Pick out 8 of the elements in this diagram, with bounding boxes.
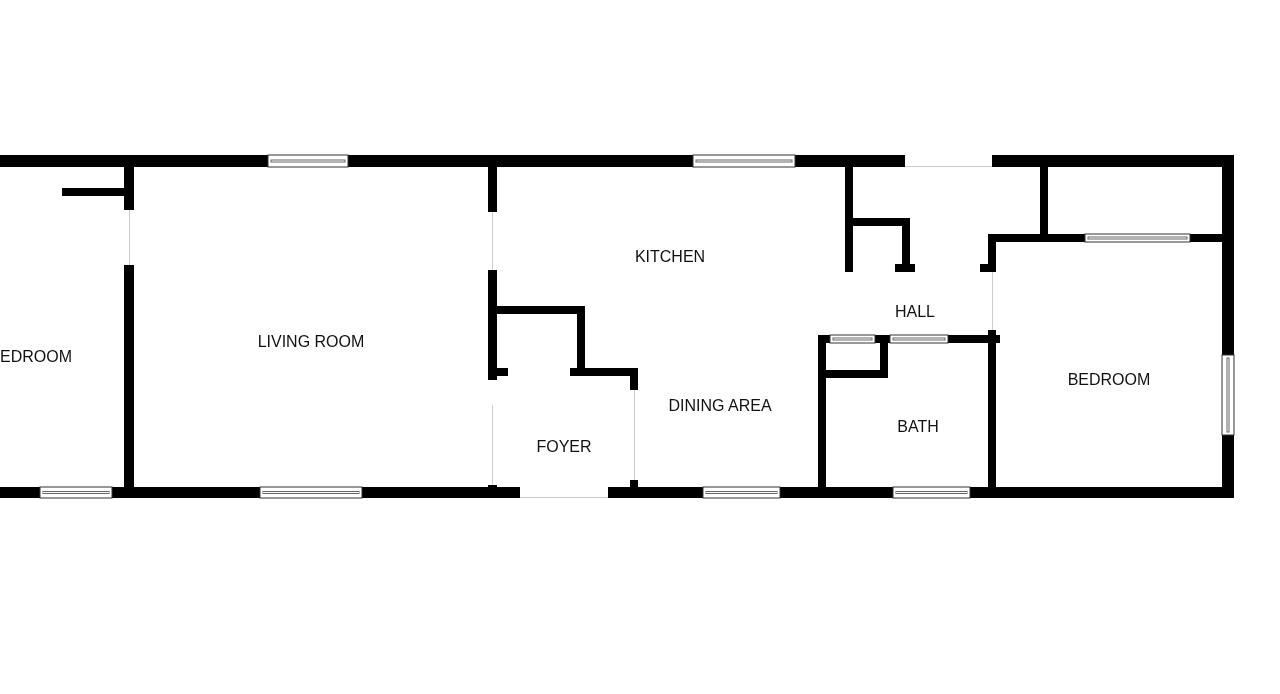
room-label: BEDROOM: [1067, 371, 1151, 389]
room-label: HALL: [895, 303, 935, 321]
room-label: KITCHEN: [634, 248, 706, 266]
room-label: EDROOM: [0, 348, 72, 366]
room-label: LIVING ROOM: [257, 333, 365, 351]
room-label: FOYER: [536, 438, 592, 456]
room-label: BATH: [897, 418, 939, 436]
room-label: DINING AREA: [668, 397, 772, 415]
